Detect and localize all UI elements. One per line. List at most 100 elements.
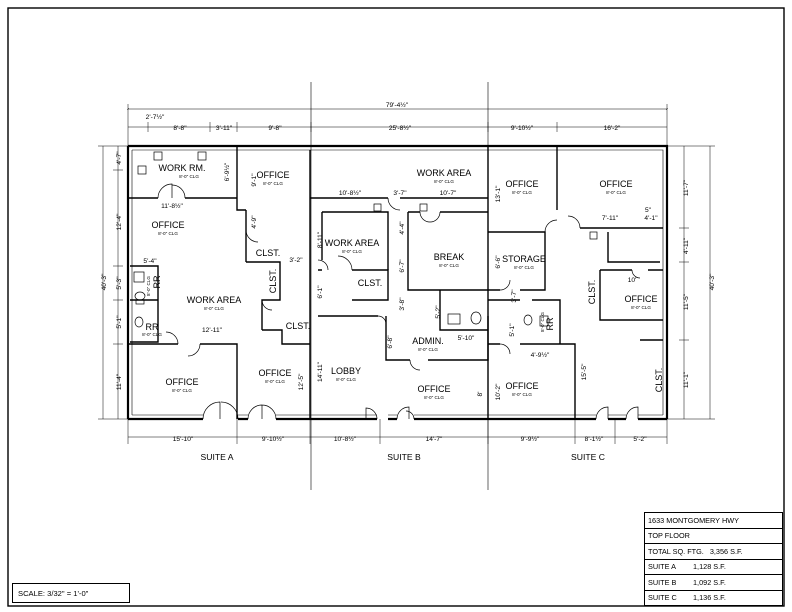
room-name: OFFICE — [257, 170, 290, 180]
right-dim-0: 11'-7" — [683, 179, 690, 196]
top-dim-4: 25'-8½" — [389, 124, 412, 132]
room-ceiling: 8'-0" CLG — [342, 249, 362, 254]
room-rr1: RR8'-0" CLG — [146, 275, 162, 296]
room-name: LOBBY — [331, 366, 361, 376]
exterior-wall-inner-line — [131, 149, 664, 416]
room-ceiling: 8'-0" CLG — [512, 392, 532, 397]
interior-dim: 6'-1" — [317, 285, 324, 299]
room-name: BREAK — [434, 252, 465, 262]
room-ceiling: 8'-0" CLG — [263, 181, 283, 186]
interior-dim: 4'-4" — [399, 221, 406, 235]
top-dim-6: 16'-2" — [604, 125, 621, 132]
interior-dim: 6'-8" — [387, 335, 394, 349]
interior-dim: 13'-1" — [495, 185, 502, 202]
closet-label: CLST. — [587, 280, 597, 305]
interior-dim: 10'-7" — [440, 190, 457, 197]
suite-b-value: 1,092 S.F. — [693, 577, 726, 587]
room-name: RR — [146, 322, 159, 332]
suite-labels: SUITE A SUITE B SUITE C — [201, 452, 605, 462]
interior-dim: 12'-11" — [202, 327, 223, 334]
closet-label: CLST. — [268, 269, 278, 294]
top-dim-2: 3'-11" — [216, 125, 233, 132]
title-suite-b-row: SUITE B 1,092 S.F. — [645, 575, 782, 591]
interior-dim: 3'-7" — [393, 190, 407, 197]
suite-b-label: SUITE B — [648, 577, 677, 587]
room-name: WORK AREA — [417, 168, 472, 178]
room-ceiling: 8'-0" CLG — [336, 377, 356, 382]
suite-c-label: SUITE C — [571, 452, 605, 462]
room-ceiling: 8'-0" CLG — [540, 312, 545, 332]
room-ceiling: 8'-0" CLG — [631, 305, 651, 310]
room-name: OFFICE — [418, 384, 451, 394]
title-block: 1633 MONTGOMERY HWY TOP FLOOR TOTAL SQ. … — [644, 512, 783, 606]
room-name: ADMIN. — [412, 336, 444, 346]
interior-dim: 5'-1" — [509, 323, 516, 337]
suite-a-value: 1,128 S.F. — [693, 562, 726, 572]
interior-dim: 3'-7" — [511, 289, 518, 303]
suite-divider-lines — [310, 82, 489, 490]
scale-text: SCALE: 3/32" = 1'-0" — [18, 588, 89, 598]
room-rr2: RR8'-0" CLG — [142, 322, 162, 337]
suite-a-label: SUITE A — [201, 452, 234, 462]
suite-a-label: SUITE A — [648, 562, 676, 572]
title-address-row: 1633 MONTGOMERY HWY — [645, 513, 782, 529]
room-name: OFFICE — [166, 377, 199, 387]
interior-dim: 10'-2" — [495, 383, 502, 400]
interior-dim: 5'-2" — [435, 305, 442, 319]
room-name: OFFICE — [506, 381, 539, 391]
right-dim-3: 11'-1" — [683, 371, 690, 388]
room-name: OFFICE — [625, 294, 658, 304]
top-dim-3: 9'-8" — [268, 125, 282, 132]
top-dimension-labels: 2'-7½" 8'-8" 3'-11" 9'-8" 25'-8½" 9'-10½… — [146, 113, 621, 132]
room-name: OFFICE — [259, 368, 292, 378]
closet-label: CLST. — [654, 368, 664, 393]
room-ceiling: 8'-0" CLG — [265, 379, 285, 384]
right-dim-1: 4'-11" — [683, 237, 690, 254]
room-ceiling: 8'-0" CLG — [158, 231, 178, 236]
room-name: OFFICE — [600, 179, 633, 189]
room-rr3: RR8'-0" CLG — [540, 312, 555, 332]
room-ceiling: 8'-0" CLG — [146, 276, 151, 296]
interior-dim: 8' — [477, 392, 484, 397]
room-ceiling: 8'-0" CLG — [418, 347, 438, 352]
room-name: WORK AREA — [187, 295, 242, 305]
interior-dim: 15'-5" — [581, 363, 588, 380]
bottom-dim-2: 10'-8½" — [334, 435, 357, 443]
bottom-dimension-labels: 15'-10" 9'-10½" 10'-8½" 14'-7" 9'-9½" 8'… — [173, 435, 647, 443]
interior-dim: 3'-8" — [399, 297, 406, 311]
room-ceiling: 8'-0" CLG — [204, 306, 224, 311]
room-ceiling: 8'-0" CLG — [424, 395, 444, 400]
room-ceiling: 8'-0" CLG — [172, 388, 192, 393]
suite-b-label: SUITE B — [387, 452, 421, 462]
right-dimension-line — [667, 145, 715, 420]
room-ceiling: 8'-0" CLG — [514, 265, 534, 270]
suite-c-label: SUITE C — [648, 593, 677, 603]
total-value: 3,356 S.F. — [709, 546, 743, 556]
bottom-dim-6: 5'-2" — [633, 436, 647, 443]
top-overall-dimension — [126, 104, 669, 146]
room-name: WORK AREA — [325, 238, 380, 248]
left-dim-0: 4'-7" — [116, 151, 123, 165]
door-swings — [157, 183, 641, 420]
interior-dim: 4'-1" — [644, 215, 658, 222]
interior-dim: 9'-1" — [251, 173, 258, 187]
overall-width-dim: 79'-4½" — [386, 101, 409, 109]
closet-labels: CLST. CLST. CLST. CLST. CLST. CLST. — [256, 248, 664, 392]
left-dim-5: 40'-3" — [101, 273, 108, 290]
interior-dim: 6'-7" — [399, 259, 406, 273]
interior-dim: 14'-11" — [317, 361, 324, 382]
bottom-dimension-line — [127, 419, 668, 444]
address: 1633 MONTGOMERY HWY — [648, 515, 739, 525]
room-name: STORAGE — [502, 254, 546, 264]
interior-dim: 4'-9½" — [531, 351, 550, 359]
